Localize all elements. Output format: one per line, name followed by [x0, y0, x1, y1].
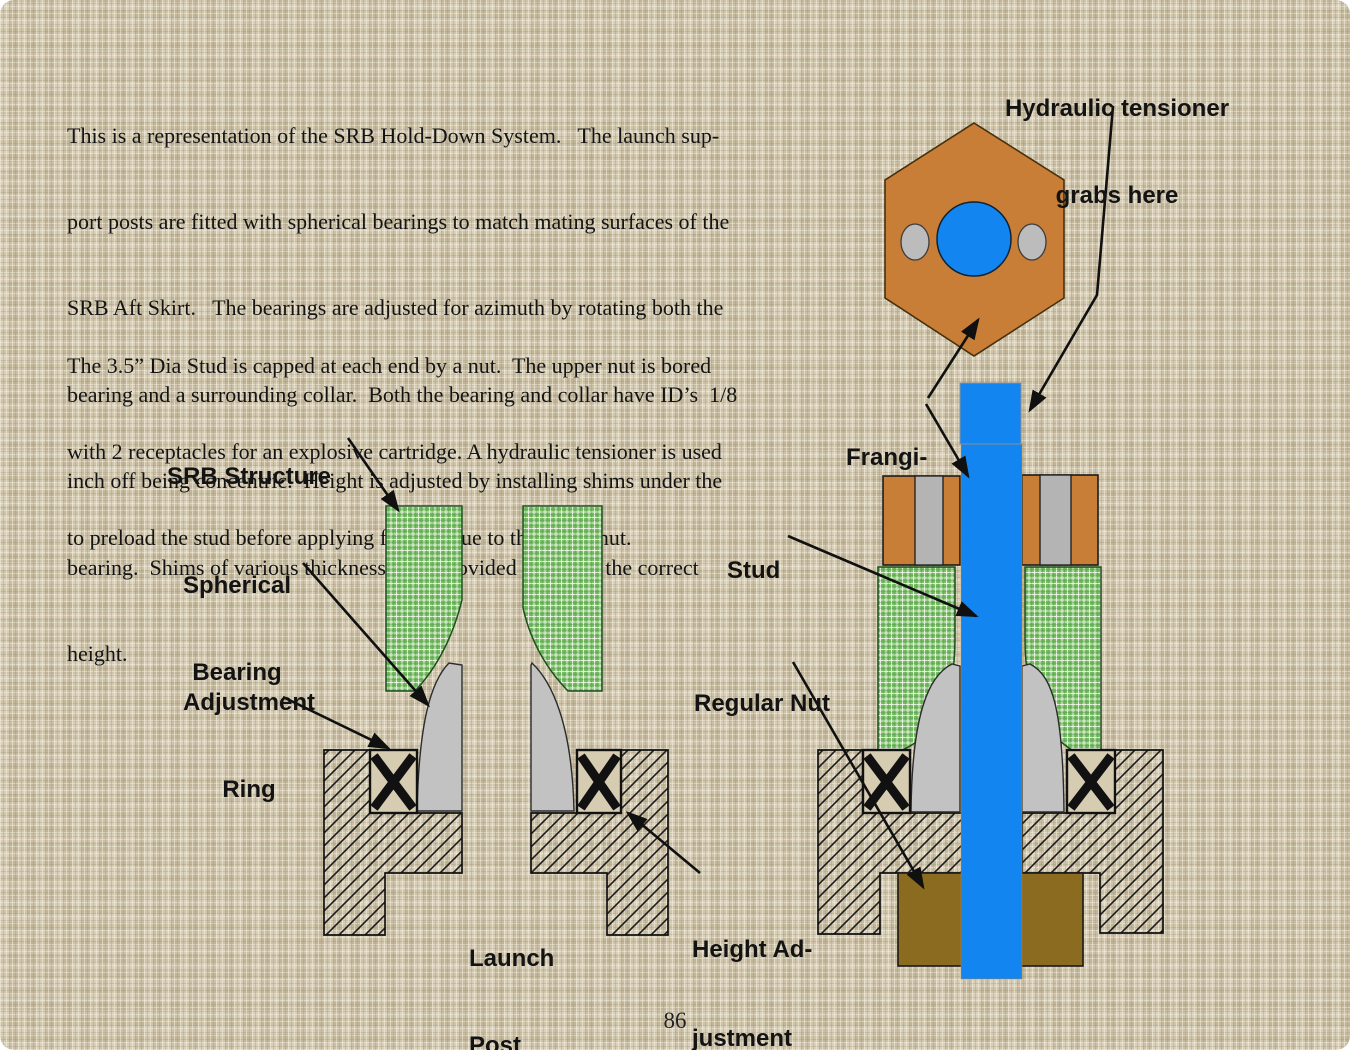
label-line: Post	[469, 1032, 522, 1050]
arrow-adjustment-ring	[282, 695, 391, 750]
arrow-height-adjustment	[625, 811, 701, 874]
launch-post-structure-right	[530, 749, 669, 936]
label-line: Height Ad-	[692, 936, 813, 963]
launch-post-structure-right	[1021, 749, 1164, 934]
stud-paragraph: The 3.5” Dia Stud is capped at each end …	[67, 294, 722, 611]
arrow-hydraulic-tensioner	[1028, 105, 1115, 413]
frangible-nut-section	[882, 474, 1099, 566]
spherical-bearing-right-half	[1021, 663, 1065, 813]
paragraph-line: with 2 receptacles for an explosive cart…	[67, 438, 722, 464]
label-height-adjustment-shims: Height Ad- justment shims go here	[692, 876, 812, 1050]
label-regular-nut: Regular Nut	[694, 631, 830, 776]
label-line: Regular Nut	[694, 690, 831, 717]
label-line: Adjustment	[183, 689, 315, 716]
arrow-stud	[787, 534, 979, 618]
paragraph-line: bearing and a surrounding collar. Both t…	[67, 381, 738, 407]
page-number: 86	[663, 1008, 687, 1033]
adjustment-ring-left-section	[368, 748, 419, 815]
paragraph-line: inch off being concentric. Height is adj…	[67, 468, 723, 494]
explosive-cartridge-receptacle-left	[900, 223, 930, 261]
annotation-arrows	[282, 105, 1115, 890]
label-line: Bearing	[192, 659, 282, 686]
label-line: Spherical	[182, 572, 292, 599]
arrow-spherical-bearing	[302, 562, 430, 708]
paragraph-line: SRB Aft Skirt. The bearings are adjusted…	[67, 295, 724, 321]
label-stud: Stud	[727, 498, 780, 643]
label-srb-structure: SRB Structure	[167, 404, 331, 549]
label-spherical-bearing: Spherical Bearing	[157, 513, 317, 745]
holddown-assembly-cross-section	[817, 382, 1164, 980]
launch-post-cross-section	[323, 505, 669, 936]
stud-hole	[936, 201, 1012, 277]
spherical-bearing-right-half	[530, 661, 575, 812]
stud-body	[960, 443, 1023, 980]
adjustment-ring-right-section	[1065, 748, 1117, 815]
label-hydraulic-tensioner: Hydraulic tensioner grabs here	[985, 36, 1249, 268]
label-launch-post-structure: Launch Post Structure	[469, 886, 576, 1050]
explosive-cartridge-receptacle-right	[1017, 223, 1047, 261]
label-line: Ring	[222, 776, 276, 803]
label-line: grabs here	[1055, 182, 1179, 209]
adjustment-ring-left-section	[861, 748, 912, 815]
label-line: SRB Structure	[167, 463, 332, 490]
paragraph-line: The 3.5” Dia Stud is capped at each end …	[67, 352, 712, 378]
label-adjustment-ring: Adjustment Ring	[168, 630, 330, 862]
adjustment-ring-right-section	[575, 748, 623, 815]
label-line: justment	[692, 1024, 793, 1050]
label-line: Stud	[727, 557, 781, 584]
arrow-srb-structure	[346, 437, 400, 513]
paragraph-line: This is a representation of the SRB Hold…	[67, 122, 720, 148]
srb-structure-right-bar	[522, 505, 603, 692]
stud-top-cap	[959, 382, 1022, 445]
label-line: Launch	[469, 945, 555, 972]
paragraph-line: port posts are fitted with spherical bea…	[67, 208, 730, 234]
paragraph-line: height.	[67, 640, 128, 666]
label-line: Frangi-	[846, 444, 928, 471]
arrow-regular-nut	[791, 661, 925, 890]
label-line: Hydraulic tensioner	[1004, 95, 1230, 122]
arrow-frangible-nut-section	[924, 403, 970, 479]
spherical-bearing-left-half	[416, 662, 463, 812]
frangible-nut-top-view	[884, 122, 1065, 357]
arrow-frangible-nut-top	[926, 317, 980, 399]
label-frangible-nut: Frangi-	[846, 385, 927, 530]
